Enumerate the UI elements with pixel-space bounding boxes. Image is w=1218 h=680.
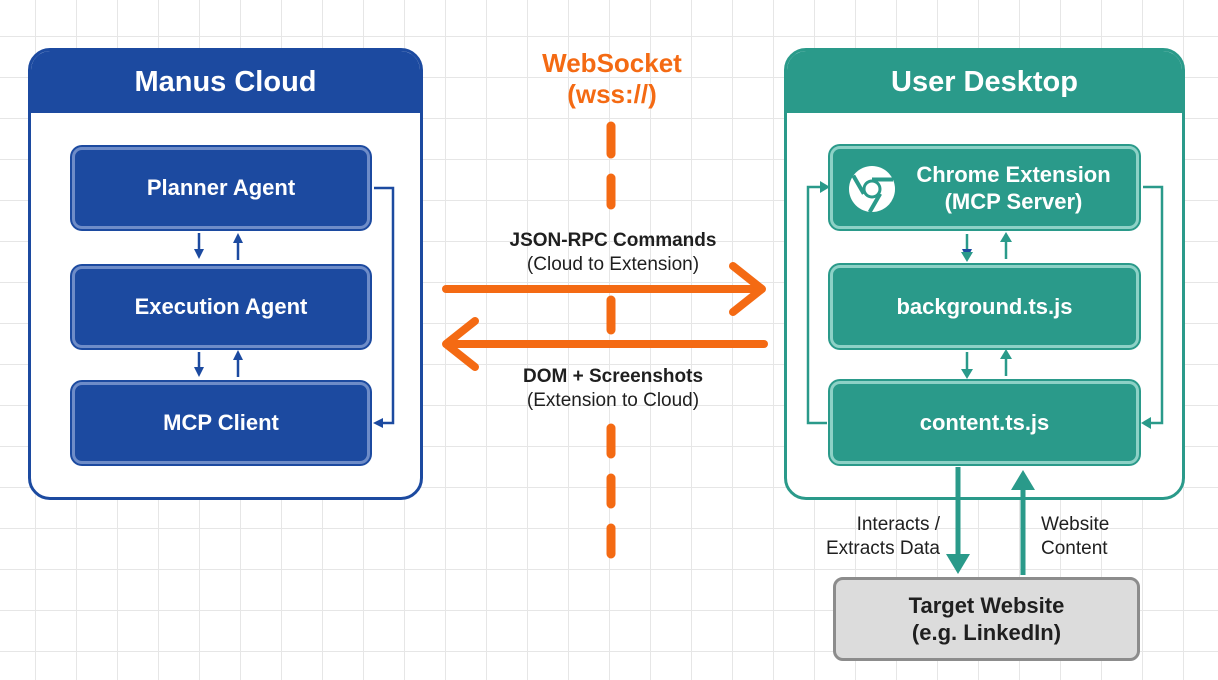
chrome-extension-box: Chrome Extension (MCP Server): [830, 146, 1139, 229]
json-rpc-direction: (Cloud to Extension): [526, 254, 700, 275]
websocket-protocol: (wss://): [567, 79, 657, 109]
user-desktop-title: User Desktop: [787, 51, 1182, 113]
chrome-extension-label: Chrome Extension: [916, 161, 1111, 187]
websocket-title: WebSocket: [542, 48, 682, 78]
mcp-server-label: (MCP Server): [944, 188, 1083, 214]
website-content-line2: Content: [1041, 538, 1108, 559]
manus-cloud-title: Manus Cloud: [31, 51, 420, 113]
website-content-line1: Website: [1041, 514, 1110, 535]
json-rpc-label: JSON-RPC Commands (Cloud to Extension): [463, 229, 763, 277]
chrome-icon: [849, 166, 895, 213]
interacts-line2: Extracts Data: [825, 538, 940, 559]
mcp-client-box: MCP Client: [72, 382, 370, 464]
dom-screenshots-label: DOM + Screenshots (Extension to Cloud): [463, 365, 763, 413]
content-ts-js-box: content.ts.js: [830, 381, 1139, 464]
websocket-label: WebSocket (wss://): [512, 48, 712, 110]
interacts-label: Interacts / Extracts Data: [790, 513, 940, 561]
target-website-label: Target Website: [908, 593, 1065, 618]
background-ts-js-box: background.ts.js: [830, 265, 1139, 348]
interacts-line1: Interacts /: [856, 514, 940, 535]
planner-agent-box: Planner Agent: [72, 147, 370, 229]
dom-screenshots-arrow: [442, 317, 768, 371]
target-website-example: (e.g. LinkedIn): [911, 620, 1062, 645]
dom-screenshots-direction: (Extension to Cloud): [526, 390, 700, 411]
dom-screenshots-title: DOM + Screenshots: [522, 366, 704, 387]
target-website-box: Target Website (e.g. LinkedIn): [833, 577, 1140, 661]
execution-agent-box: Execution Agent: [72, 266, 370, 348]
json-rpc-title: JSON-RPC Commands: [509, 230, 717, 251]
website-content-label: Website Content: [1041, 513, 1141, 561]
